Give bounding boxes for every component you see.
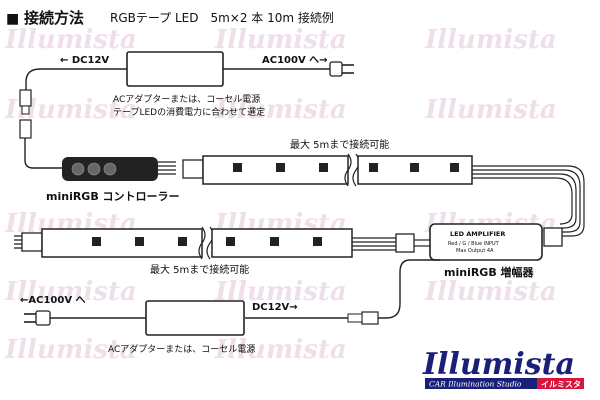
adapter-note-bottom: ACアダプターまたは、コーセル電源	[108, 343, 255, 355]
max-connect-top-label: 最大 5mまで接続可能	[290, 138, 389, 151]
watermark-text: Illumista	[4, 335, 137, 365]
led-strip-top: 最大 5mまで接続可能	[182, 138, 585, 237]
led-strip-bottom: 最大 5mまで接続可能	[14, 226, 396, 276]
brand-tagline-bar	[425, 378, 537, 389]
header: ■ 接続方法 RGBテープ LED 5m×2 本 10m 接続例	[6, 9, 334, 27]
ac100v-bottom-label: ←AC100V へ	[20, 295, 86, 306]
adapter-note-line1: ACアダプターまたは、コーセル電源	[113, 93, 260, 105]
amp-input-connector	[543, 227, 563, 247]
mini-rgb-controller: miniRGB コントローラー	[46, 157, 180, 203]
watermark-text: Illumista	[424, 95, 557, 125]
amp-dc-cable	[378, 259, 440, 319]
brand-name: Illumista	[422, 347, 575, 382]
amplifier-label: miniRGB 増幅器	[444, 265, 535, 279]
bottom-power-section: ←AC100V へ DC12V→ ACアダプターまたは、コーセル電源	[20, 259, 440, 355]
dc12v-top-label: ← DC12V	[60, 55, 109, 66]
adapter-note-line2: テープLEDの消費電力に合わせて選定	[113, 106, 265, 118]
watermark-text: Illumista	[214, 25, 347, 55]
led-chip-icon	[410, 163, 419, 172]
strip-segment	[41, 228, 203, 258]
dc-jack-bottom	[361, 311, 379, 325]
ac100v-top-label: AC100V へ→	[262, 55, 328, 66]
amp-output-connector	[395, 233, 415, 253]
controller-input-cable	[24, 138, 62, 169]
controller-label: miniRGB コントローラー	[46, 190, 180, 203]
watermark-text: Illumista	[214, 95, 347, 125]
strip-connector	[182, 159, 204, 179]
watermark-text: Illumista	[4, 277, 137, 307]
watermark-text: Illumista	[214, 335, 347, 365]
led-chip-icon	[450, 163, 459, 172]
break-mark	[344, 153, 352, 187]
top-power-section: ← DC12V AC100V へ→ ACアダプターまたは、コーセル電源 テープL…	[19, 51, 354, 169]
brand-tagline: CAR Illumination Studio	[429, 380, 522, 389]
dc-cable-top	[25, 68, 127, 90]
page-subtitle: RGBテープ LED 5m×2 本 10m 接続例	[110, 10, 334, 25]
led-chip-icon	[276, 163, 285, 172]
dc12v-bottom-label: DC12V→	[252, 302, 298, 313]
page-title: 接続方法	[24, 9, 84, 27]
controller-button-icon	[103, 162, 117, 176]
amp-box-title: LED AMPLIFIER	[450, 230, 505, 238]
led-chip-icon	[135, 237, 144, 246]
mini-rgb-amplifier: LED AMPLIFIER Red / G / Blue INPUT Max O…	[395, 223, 563, 279]
break-mark	[198, 226, 206, 260]
dc-plug-tip	[21, 105, 30, 115]
brand-jp-bar	[537, 378, 584, 389]
strip-connector	[21, 232, 43, 252]
brand-logo: Illumista CAR Illumination Studio イルミスタ	[422, 347, 584, 389]
watermark-text: Illumista	[424, 25, 557, 55]
watermark-text: Illumista	[4, 25, 137, 55]
dc-plug-bottom	[347, 313, 363, 323]
ac-adapter-top	[126, 51, 224, 87]
led-chip-icon	[178, 237, 187, 246]
amp-box-line2: Max Output 4A	[456, 248, 494, 254]
dc-jack-controller	[19, 119, 32, 139]
strip-segment	[211, 228, 353, 258]
amp-box-line1: Red / G / Blue INPUT	[448, 241, 500, 247]
led-chip-icon	[92, 237, 101, 246]
led-chip-icon	[270, 237, 279, 246]
header-marker: ■	[6, 11, 19, 27]
dc-plug-top	[19, 89, 32, 107]
ac-adapter-bottom	[145, 300, 245, 336]
max-connect-bottom-label: 最大 5mまで接続可能	[150, 263, 249, 276]
led-chip-icon	[233, 163, 242, 172]
led-chip-icon	[313, 237, 322, 246]
led-chip-icon	[369, 163, 378, 172]
amplifier-body	[429, 223, 543, 261]
controller-button-icon	[71, 162, 85, 176]
led-chip-icon	[319, 163, 328, 172]
brand-jp-tag: イルミスタ	[541, 379, 581, 389]
ac-plug-bottom	[35, 310, 51, 326]
controller-button-icon	[87, 162, 101, 176]
watermark-text: Illumista	[424, 277, 557, 307]
ac-plug-top	[329, 61, 343, 77]
led-chip-icon	[226, 237, 235, 246]
